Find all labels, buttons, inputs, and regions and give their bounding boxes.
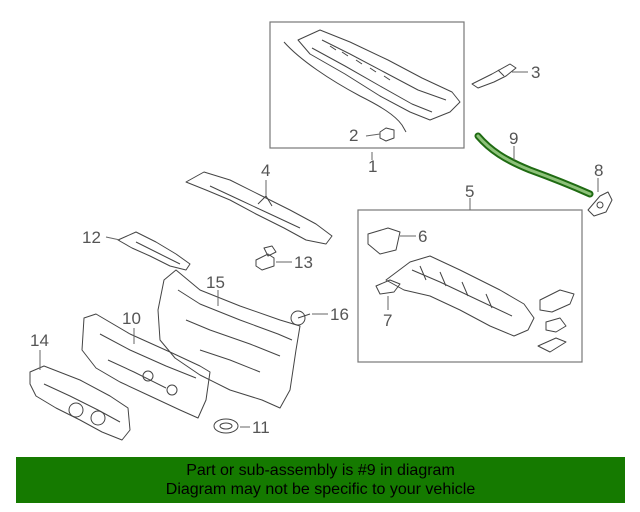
callout-10: 10 [122, 309, 141, 328]
part-2-clip [379, 127, 395, 142]
callout-13: 13 [294, 253, 313, 272]
part-3-bracket [471, 63, 517, 89]
part-9-seal-highlighted [474, 132, 594, 198]
part-4-panel [185, 171, 333, 245]
assembly-5-box [357, 209, 583, 363]
exploded-parts-diagram: 1 2 3 4 5 6 7 8 9 10 11 12 13 14 15 16 [29, 21, 613, 441]
part-11-grommet [213, 418, 239, 434]
leader-2 [365, 133, 381, 137]
part-14-panel [29, 365, 131, 441]
part-12-panel [117, 231, 191, 271]
info-banner: Part or sub-assembly is #9 in diagram Di… [16, 457, 625, 503]
leader-12 [105, 236, 121, 241]
callout-6: 6 [418, 227, 427, 246]
callout-2: 2 [349, 126, 358, 145]
callout-12: 12 [82, 228, 101, 247]
part-5-assembly [385, 255, 575, 353]
callout-4: 4 [261, 161, 270, 180]
callout-7: 7 [383, 311, 392, 330]
callout-8: 8 [594, 161, 603, 180]
banner-line-2: Diagram may not be specific to your vehi… [165, 481, 476, 498]
part-7-pad [375, 279, 401, 295]
callout-1: 1 [368, 157, 377, 176]
part-6-bracket [367, 227, 401, 255]
part-13-grommet [255, 245, 277, 271]
part-8-bracket [587, 191, 613, 217]
callout-11: 11 [252, 418, 270, 437]
callout-3: 3 [531, 63, 540, 82]
part-1-cowl-panel [283, 29, 461, 133]
banner-line-1: Part or sub-assembly is #9 in diagram [186, 462, 455, 479]
callout-14: 14 [30, 331, 49, 350]
callout-9: 9 [509, 129, 518, 148]
assembly-1-box [269, 21, 465, 149]
part-10-insulator [81, 313, 211, 419]
callout-15: 15 [206, 273, 225, 292]
callout-16: 16 [330, 305, 349, 324]
callout-5: 5 [465, 182, 474, 201]
part-16-clip [290, 310, 311, 326]
part-15-insulator [157, 269, 301, 409]
